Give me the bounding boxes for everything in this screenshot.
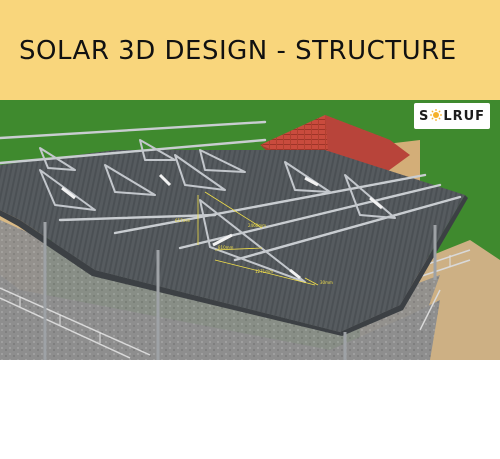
solruf-logo: S LRUF <box>414 103 490 129</box>
structure-render: 657mm 2460mm 810mm 1271mm 30mm <box>0 100 500 360</box>
dimension-end: 30mm <box>320 280 333 285</box>
blank-footer-area <box>0 360 500 459</box>
logo-text-suffix: LRUF <box>443 108 486 124</box>
dimension-diagonal-short: 810mm <box>218 245 234 250</box>
structure-3d-scene: 657mm 2460mm 810mm 1271mm 30mm <box>0 100 500 360</box>
dimension-base: 1271mm <box>255 269 273 274</box>
dimension-vertical: 657mm <box>175 218 191 223</box>
support-columns <box>43 222 437 360</box>
banner-title: SOLAR 3D DESIGN - STRUCTURE <box>19 36 457 66</box>
dimension-lines <box>197 191 319 286</box>
frame-braces <box>61 173 383 280</box>
terrace-railing <box>0 249 471 359</box>
logo-text-prefix: S <box>418 108 430 124</box>
title-banner: SOLAR 3D DESIGN - STRUCTURE <box>0 0 500 100</box>
sun-icon <box>430 108 443 121</box>
triangle-frames <box>39 139 396 283</box>
dimension-diagonal-long: 2460mm <box>248 223 266 228</box>
shed-roof-sheet <box>0 150 465 332</box>
